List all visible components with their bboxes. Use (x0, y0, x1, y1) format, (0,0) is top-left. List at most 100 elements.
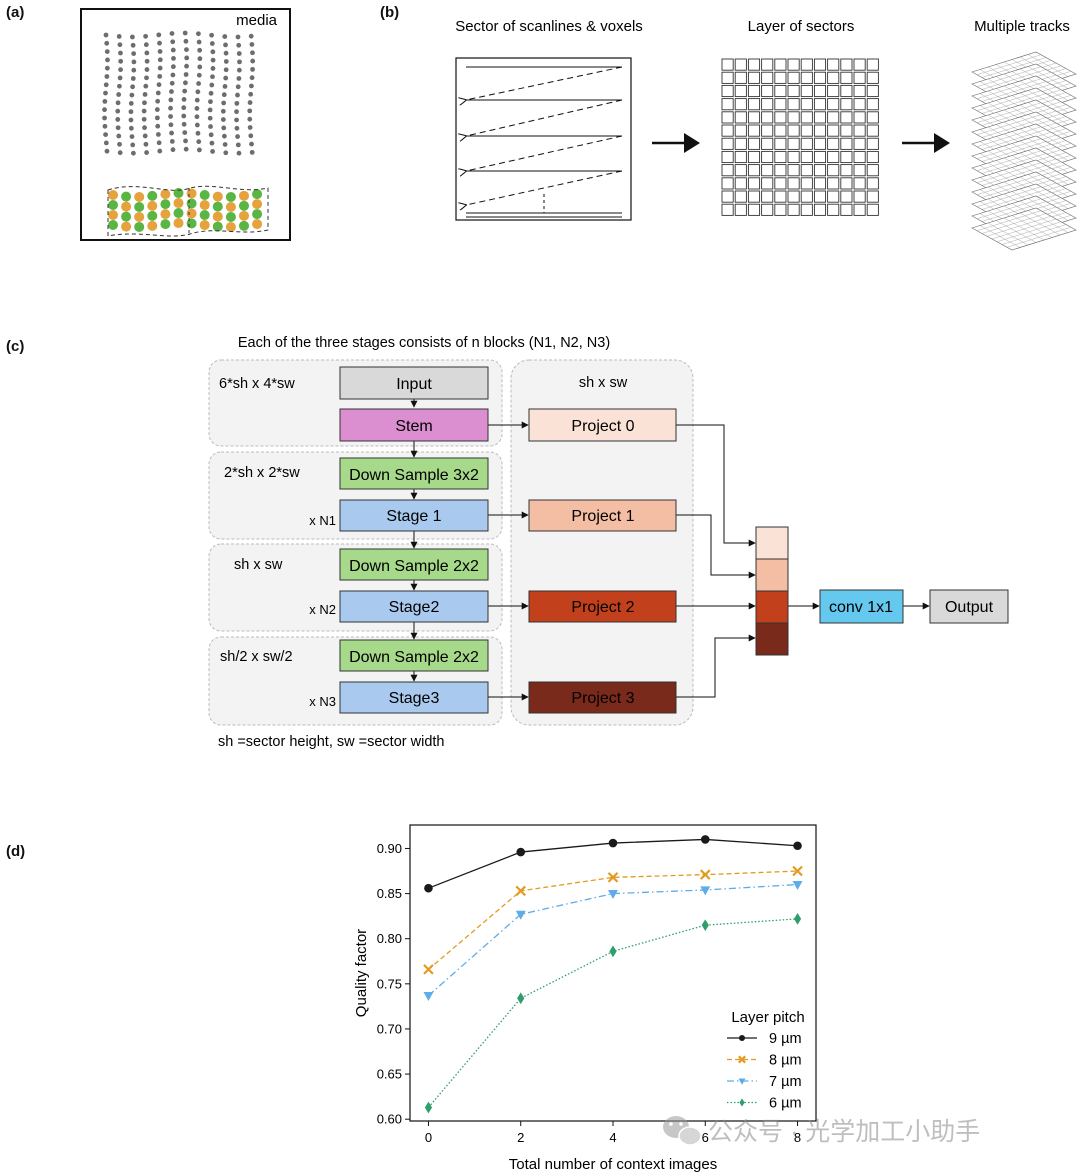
voxel-dot (155, 98, 161, 104)
sector-cell (734, 71, 747, 84)
voxel-dot (250, 50, 255, 56)
voxel-written (225, 201, 236, 212)
panel-b: Sector of scanlines & voxels Layer of se… (455, 18, 1077, 251)
sector-cell (827, 84, 840, 98)
voxel-written (199, 210, 210, 221)
voxel-dot (170, 147, 176, 153)
y-tick-label: 0.60 (377, 1112, 402, 1127)
sector-cell (747, 177, 761, 190)
block-down-sample-2: Down Sample 2x2 (339, 548, 489, 581)
watermark-text: 公众号 · 光学加工小助手 (708, 1118, 980, 1146)
voxel-dot (247, 108, 253, 114)
voxel-written (199, 200, 210, 211)
repeat-label-n3: x N3 (309, 694, 336, 709)
sector-cell (774, 98, 787, 111)
voxel-written (252, 209, 263, 220)
voxel-dot (157, 40, 162, 46)
voxel-dot (235, 142, 241, 148)
sector-cell (747, 150, 761, 164)
series-1 (423, 865, 803, 975)
legend-item: 6 µm (727, 1096, 802, 1112)
voxel-dot (115, 117, 121, 122)
voxel-dot (129, 134, 135, 139)
sector-cell (787, 98, 800, 111)
scanlines (466, 66, 623, 218)
sector-cell (721, 84, 734, 98)
voxel-written (212, 201, 223, 212)
voxel-dot (221, 125, 227, 131)
y-tick-label: 0.90 (377, 841, 402, 856)
sector-cell (866, 124, 879, 137)
sector-cell (761, 58, 774, 71)
voxel-written (239, 200, 249, 211)
voxel-dot (234, 125, 240, 131)
voxel-dot (222, 142, 228, 147)
sector-cell (853, 190, 866, 203)
svg-text:Output: Output (945, 599, 994, 616)
voxel-dot (249, 141, 254, 147)
voxel-dot (209, 82, 215, 88)
data-point (424, 1101, 433, 1114)
voxel-dot (249, 149, 255, 155)
group-size-project: sh x sw (579, 375, 628, 391)
legend-item: 9 µm (727, 1031, 802, 1047)
sector-cell (866, 84, 879, 98)
voxel-dot (209, 41, 215, 46)
sector-cell (827, 177, 840, 190)
data-point (739, 1098, 745, 1107)
sector-cell (761, 71, 774, 84)
voxel-written (239, 220, 249, 231)
voxel-dot (223, 150, 229, 156)
sector-cell (800, 58, 813, 71)
sector-cell (800, 111, 813, 124)
sector-cell (734, 111, 747, 124)
voxel-dot (194, 122, 200, 128)
voxel-dot (104, 49, 110, 54)
caption-top: Each of the three stages consists of n b… (238, 335, 610, 351)
voxel-dot (154, 107, 160, 112)
voxel-written (186, 218, 197, 229)
voxel-dot (117, 42, 123, 48)
sector-cell (800, 137, 813, 150)
voxel-dot (130, 84, 136, 90)
sector-cell (761, 190, 774, 203)
sector-cell (787, 177, 800, 190)
voxel-dot (144, 58, 150, 64)
sector-cell (774, 150, 787, 164)
voxel-written (121, 221, 132, 232)
sector-cell (761, 84, 774, 98)
voxel-dot (102, 99, 108, 104)
sector-cell (866, 150, 879, 164)
block-input: Input (339, 366, 489, 400)
sector-cell (774, 111, 787, 124)
block-down-sample-3: Down Sample 2x2 (339, 639, 489, 672)
voxel-written (212, 221, 223, 232)
svg-text:Stage 1: Stage 1 (386, 508, 441, 525)
sector-cell (813, 111, 827, 124)
sector-cell (813, 164, 827, 177)
voxel-dot (222, 34, 228, 39)
voxel-dot (196, 39, 202, 45)
svg-text:Stage2: Stage2 (389, 599, 440, 616)
voxel-written (173, 218, 184, 229)
voxel-dot (208, 99, 213, 105)
y-tick-label: 0.75 (377, 976, 402, 991)
voxel-written (199, 220, 210, 231)
sector-cell (734, 137, 747, 150)
voxel-dot (169, 80, 175, 86)
sector-cell (721, 58, 734, 71)
legend-item: 7 µm (727, 1074, 802, 1090)
track-layer (971, 207, 1077, 251)
sector-cell (721, 71, 734, 84)
block-stage-1: Stage 1 (339, 499, 489, 532)
group-size-stage3: sh/2 x sw/2 (220, 649, 293, 665)
block-conv: conv 1x1 (819, 589, 904, 624)
panel-label-d: (d) (6, 843, 26, 860)
voxel-dot (118, 58, 124, 64)
voxel-dot (223, 50, 229, 56)
caption-bottom: sh =sector height, sw =sector width (218, 734, 444, 750)
sector-cell (840, 71, 853, 84)
group-size-stem: 6*sh x 4*sw (219, 376, 295, 392)
voxel-written (108, 200, 118, 210)
